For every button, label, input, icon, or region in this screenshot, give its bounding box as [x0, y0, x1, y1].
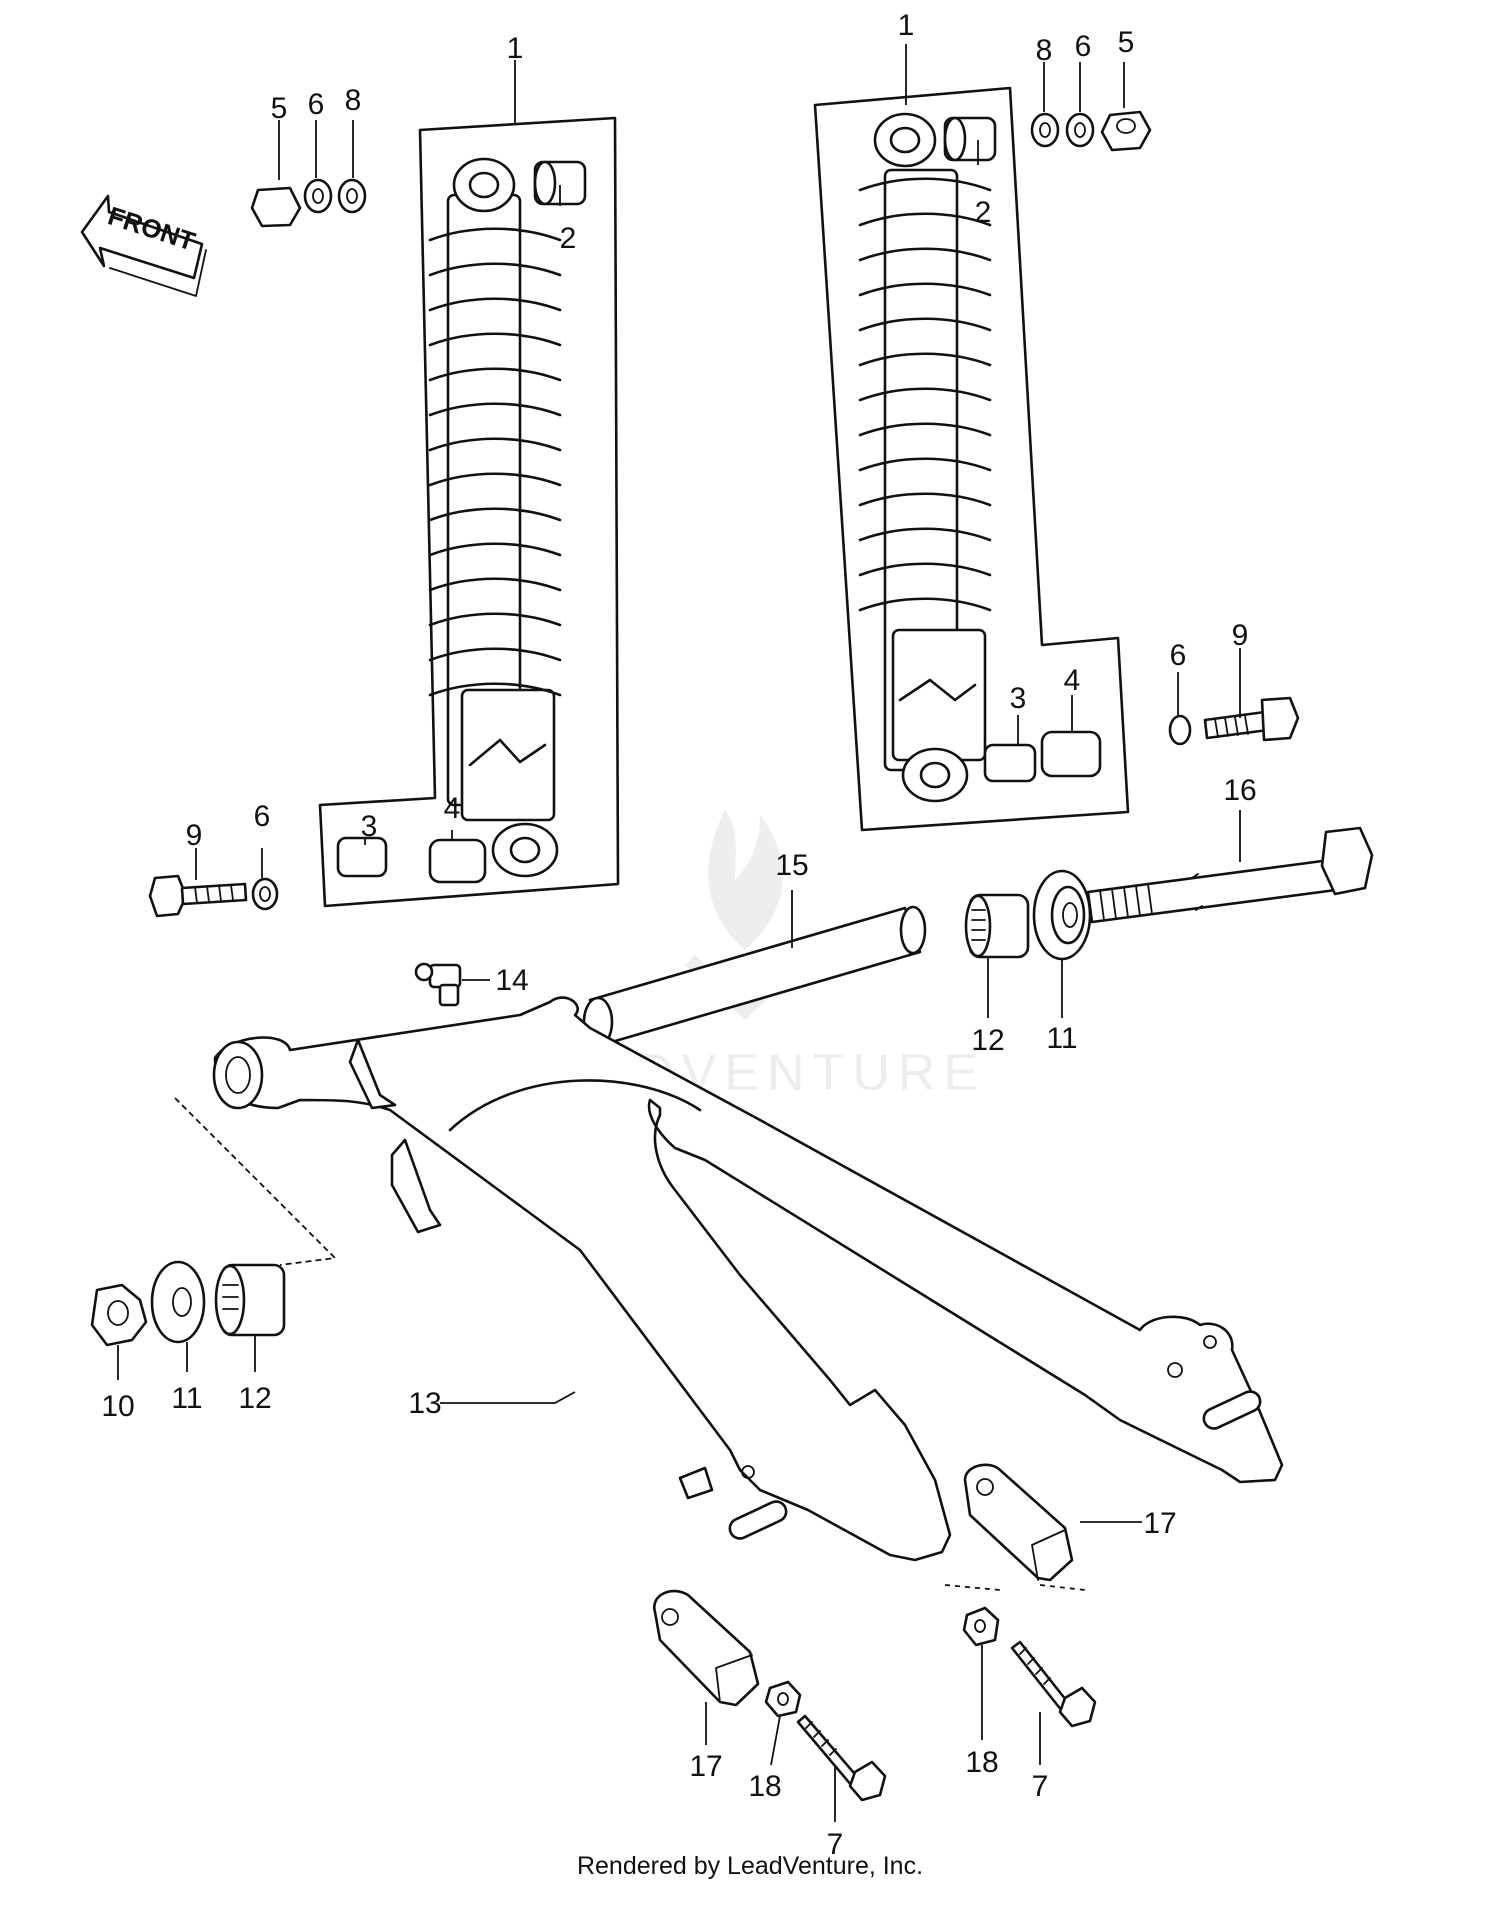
left-adjuster-bolt — [796, 1714, 887, 1802]
left-lower-bolt — [148, 874, 279, 918]
callout-5-right: 5 — [1118, 26, 1135, 59]
callout-6-bolt-right: 6 — [1170, 639, 1187, 672]
callout-2-left: 2 — [560, 222, 577, 255]
callout-11-right: 11 — [1046, 1022, 1077, 1055]
callout-12-right: 12 — [971, 1024, 1004, 1057]
callout-8-left: 8 — [345, 84, 362, 117]
callout-14: 14 — [495, 964, 528, 997]
callout-1-left: 1 — [507, 32, 524, 65]
callout-2-right: 2 — [975, 196, 992, 229]
callout-8-right: 8 — [1036, 34, 1053, 67]
left-inner-collar — [336, 836, 388, 878]
footer-credit: Rendered by LeadVenture, Inc. — [576, 1852, 924, 1880]
right-needle-bearing — [964, 893, 1030, 959]
callout-13: 13 — [408, 1387, 441, 1420]
callout-3-left: 3 — [361, 810, 378, 843]
callout-17-right: 17 — [1143, 1507, 1176, 1540]
callout-4-right: 4 — [1064, 664, 1081, 697]
left-outer-bushing — [428, 838, 487, 884]
callout-4-left: 4 — [444, 792, 461, 825]
callout-17-left: 17 — [689, 1750, 722, 1783]
left-top-hardware — [250, 178, 367, 228]
callout-10: 10 — [101, 1390, 134, 1423]
front-direction-arrow: FRONT — [80, 194, 207, 297]
callout-18-left: 18 — [748, 1770, 781, 1803]
pivot-bolt — [1086, 826, 1374, 924]
right-chain-adjuster — [963, 1463, 1074, 1582]
right-lower-bolt — [1168, 696, 1300, 746]
left-chain-adjuster — [653, 1589, 760, 1707]
right-top-bushing — [943, 116, 997, 162]
left-adjuster-nut — [764, 1680, 802, 1718]
left-pivot-hardware — [90, 1260, 286, 1347]
callout-15: 15 — [775, 849, 808, 882]
callout-numbers: 1 2 5 6 8 3 4 1 2 8 6 5 3 4 6 9 9 6 14 1… — [101, 9, 1256, 1861]
callout-1-right: 1 — [898, 9, 915, 42]
callout-9-bolt-left: 9 — [186, 819, 203, 852]
right-shock-absorber — [858, 112, 992, 803]
callout-7-right: 7 — [1032, 1770, 1049, 1803]
callout-18-right: 18 — [965, 1746, 998, 1779]
right-adjuster-guide-dashes — [944, 1584, 1086, 1591]
right-adjuster-bolt — [1010, 1640, 1097, 1728]
swing-arm — [212, 996, 1284, 1562]
callout-16: 16 — [1223, 774, 1256, 807]
callout-5-left: 5 — [271, 92, 288, 125]
left-shock-assembly-outline — [318, 116, 620, 908]
grease-fitting — [414, 962, 462, 1007]
callout-7-left: 7 — [827, 1828, 844, 1861]
left-alignment-dashes — [174, 1097, 337, 1266]
callout-6-right: 6 — [1075, 30, 1092, 63]
right-adjuster-nut — [962, 1606, 1000, 1647]
leader-lines — [117, 44, 1241, 1822]
callout-11-left: 11 — [171, 1382, 202, 1415]
callout-6-bolt-left: 6 — [254, 800, 271, 833]
callout-12-left: 12 — [238, 1382, 271, 1415]
pivot-sleeve — [582, 905, 927, 1048]
left-shock-absorber — [428, 157, 562, 878]
right-shock-assembly-outline — [813, 86, 1130, 832]
right-inner-collar — [983, 743, 1037, 783]
callout-6-left: 6 — [308, 88, 325, 121]
callout-3-right: 3 — [1010, 682, 1027, 715]
callout-9-bolt-right: 9 — [1232, 619, 1249, 652]
right-outer-bushing — [1040, 730, 1102, 778]
right-top-hardware — [1030, 110, 1152, 152]
right-seal-cap — [1032, 869, 1092, 961]
